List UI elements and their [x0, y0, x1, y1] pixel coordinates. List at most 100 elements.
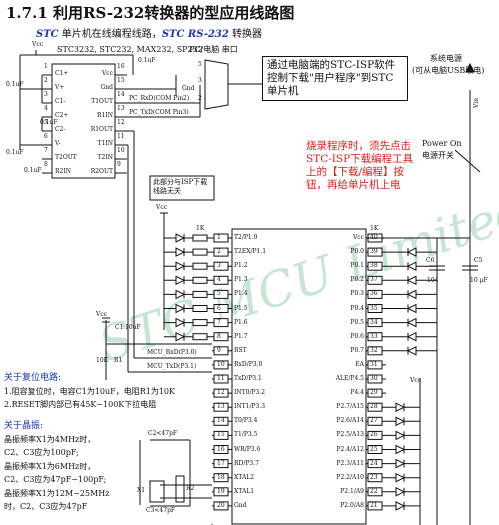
- mcu-right-num-2: 39: [370, 248, 378, 256]
- download-callout: 通过电脑端的STC-ISP软件控制下载"用户程序"到STC单片机: [262, 56, 408, 101]
- max232-chip-body: [51, 63, 116, 179]
- max232-cap-5: 0.1uF: [24, 167, 42, 174]
- mcu-left-pin-10: RxD/P3.0: [234, 360, 263, 368]
- mcu-left-num-17: 17: [217, 459, 225, 467]
- pc-rxd-label: PC_RxD(COM Pin2): [129, 95, 190, 102]
- reset-note-1: 1.阻容复位时，电容C1为10uF，电阻R1为10K: [4, 387, 175, 396]
- crystal-note-line-1: 晶振频率X1为4MHz时，: [4, 435, 96, 444]
- resistor-1k-right: 1K: [370, 225, 379, 232]
- crystal-note-line-2: C2、C3应为100pF;: [4, 448, 79, 458]
- max232-left-pin-7: T2OUT: [55, 154, 77, 161]
- mcu-left-num-16: 16: [217, 445, 225, 453]
- mcu-txd-label: MCU_TxD(P3.1): [147, 363, 197, 370]
- max232-left-num-1: 1: [44, 63, 48, 70]
- mcu-right-num-19: 22: [370, 487, 378, 495]
- mcu-left-num-9: 9: [217, 346, 221, 354]
- page-title: 1.7.1 利用RS-232转换器的型应用线路图: [6, 4, 295, 22]
- max232-left-num-5: 5: [44, 119, 48, 126]
- mcu-left-num-6: 6: [217, 304, 221, 312]
- mcu-right-pin-11: ALE/P4.5: [335, 375, 364, 382]
- crystal-x1-label: X1: [137, 487, 146, 494]
- crystal-note-line-4: C2、C3应为47pF~100pF;: [4, 475, 107, 485]
- pc-txd-label: PC_TxD(COM Pin3): [129, 109, 189, 116]
- led2-vcc-label: Vcc: [410, 377, 422, 384]
- db9-pin-2: 2: [198, 95, 202, 102]
- mcu-left-pin-18: XTAL2: [234, 473, 255, 481]
- max232-right-pin-3: T1OUT: [91, 98, 113, 105]
- power-switch-sublabel: 电源开关: [422, 151, 454, 160]
- mcu-right-pin-1: Vcc: [352, 234, 364, 241]
- max232-left-num-4: 4: [44, 105, 48, 112]
- mcu-left-pin-4: P1.3: [234, 276, 248, 284]
- max232-left-num-7: 7: [44, 147, 48, 154]
- mcu-left-num-11: 11: [217, 375, 225, 382]
- max232-vcc-label: Vcc: [32, 41, 44, 48]
- max232-heading-text: 单片机在线编程线路，: [58, 29, 162, 40]
- reset-r1-value: 10K: [96, 357, 109, 364]
- max232-left-pin-8: R2IN: [55, 168, 71, 175]
- mcu-right-num-6: 35: [370, 304, 378, 312]
- vin-label: Vin: [473, 97, 481, 109]
- mcu-left-num-18: 18: [217, 473, 225, 481]
- crystal-note-line-6: 时，C2、C3应为47pF: [4, 502, 88, 511]
- mcu-left-num-2: 2: [217, 248, 221, 256]
- mcu-right-num-14: 27: [370, 417, 378, 425]
- mcu-right-num-1: 40: [370, 234, 378, 241]
- max232-right-num-4: 13: [117, 105, 125, 112]
- max232-cap-4: 0.1uF: [138, 57, 156, 64]
- crystal-r2-label: R2: [186, 485, 195, 492]
- crystal-note-line-3: 晶振频率X1为6MHz时，: [4, 461, 96, 471]
- max232-right-num-3: 14: [117, 91, 125, 98]
- mcu-right-num-20: 21: [370, 501, 378, 509]
- mcu-left-pin-12: INT0/P3.2: [234, 389, 266, 397]
- mcu-right-num-10: 31: [370, 360, 378, 368]
- reset-note-2: 2.RESET脚内部已有45K~100K下拉电阻: [4, 400, 157, 409]
- max232-left-pin-1: C1+: [55, 70, 69, 77]
- mcu-left-pin-17: RD/P3.7: [234, 459, 259, 467]
- mcu-left-pin-13: INT1/P3.3: [234, 403, 266, 411]
- isp-note: 此部分与ISP下载线路无关: [153, 178, 208, 195]
- max232-right-pin-2: Gnd: [100, 84, 114, 91]
- max232-cap-2: 0.1uF: [40, 119, 58, 126]
- max232-left-pin-5: C2-: [55, 126, 66, 133]
- max232-right-pin-8: R2OUT: [90, 168, 113, 175]
- mcu-right-num-9: 32: [370, 346, 378, 354]
- max232-left-num-8: 8: [44, 161, 48, 168]
- mcu-left-pin-16: WR/P3.6: [234, 445, 261, 453]
- crystal-c2-label: C2<47pF: [148, 430, 178, 437]
- mcu-left-pin-2: T2EX/P1.1: [234, 248, 267, 256]
- max232-heading-rs232: STC RS-232: [161, 29, 229, 40]
- mcu-right-num-8: 33: [370, 332, 378, 340]
- max232-heading-tail: 转换器: [228, 29, 263, 40]
- max232-left-num-6: 6: [44, 133, 48, 140]
- mcu-right-pin-2: P0.0: [350, 248, 364, 256]
- download-instruction-note: 烧录程序时，须先点击STC-ISP下载编程工具上的【下载/编程】按钮，再给单片机…: [306, 140, 414, 191]
- max232-right-num-1: 16: [117, 63, 125, 70]
- db9-pin-5: 5: [198, 61, 202, 68]
- mcu-right-num-5: 36: [370, 290, 378, 298]
- mcu-right-num-7: 34: [370, 318, 378, 326]
- mcu-left-pin-11: TxD/P3.1: [234, 375, 262, 382]
- c5-value: 10 μF: [470, 277, 488, 284]
- mcu-left-num-19: 19: [217, 487, 225, 495]
- crystal-c3-label: C3<47pF: [146, 507, 176, 514]
- reset-r1-label: R1: [114, 357, 123, 364]
- max232-right-pin-5: R1OUT: [90, 126, 113, 133]
- max232-left-pin-3: C1-: [55, 98, 66, 105]
- mcu-right-pin-13: P2.7/A15: [336, 403, 364, 411]
- max232-right-num-6: 11: [117, 133, 125, 140]
- mcu-right-pin-20: P2.0/A8: [340, 501, 364, 509]
- mcu-right-num-3: 38: [370, 262, 378, 270]
- mcu-left-pin-8: P1.7: [234, 332, 248, 340]
- mcu-left-num-14: 14: [217, 417, 225, 425]
- max232-right-num-7: 10: [117, 147, 125, 154]
- mcu-left-num-1: 1: [217, 234, 221, 241]
- mcu-chip-body: [231, 228, 367, 525]
- serial-port-label: PC/电脑 串口: [189, 45, 238, 54]
- power-switch-label: Power On: [422, 139, 462, 148]
- db9-pin-3: 3: [198, 77, 202, 84]
- mcu-right-pin-14: P2.6/A14: [336, 417, 364, 425]
- mcu-left-pin-19: XTAL1: [234, 487, 255, 495]
- mcu-right-pin-10: EA: [355, 360, 364, 368]
- max232-left-pin-4: C2+: [55, 112, 69, 119]
